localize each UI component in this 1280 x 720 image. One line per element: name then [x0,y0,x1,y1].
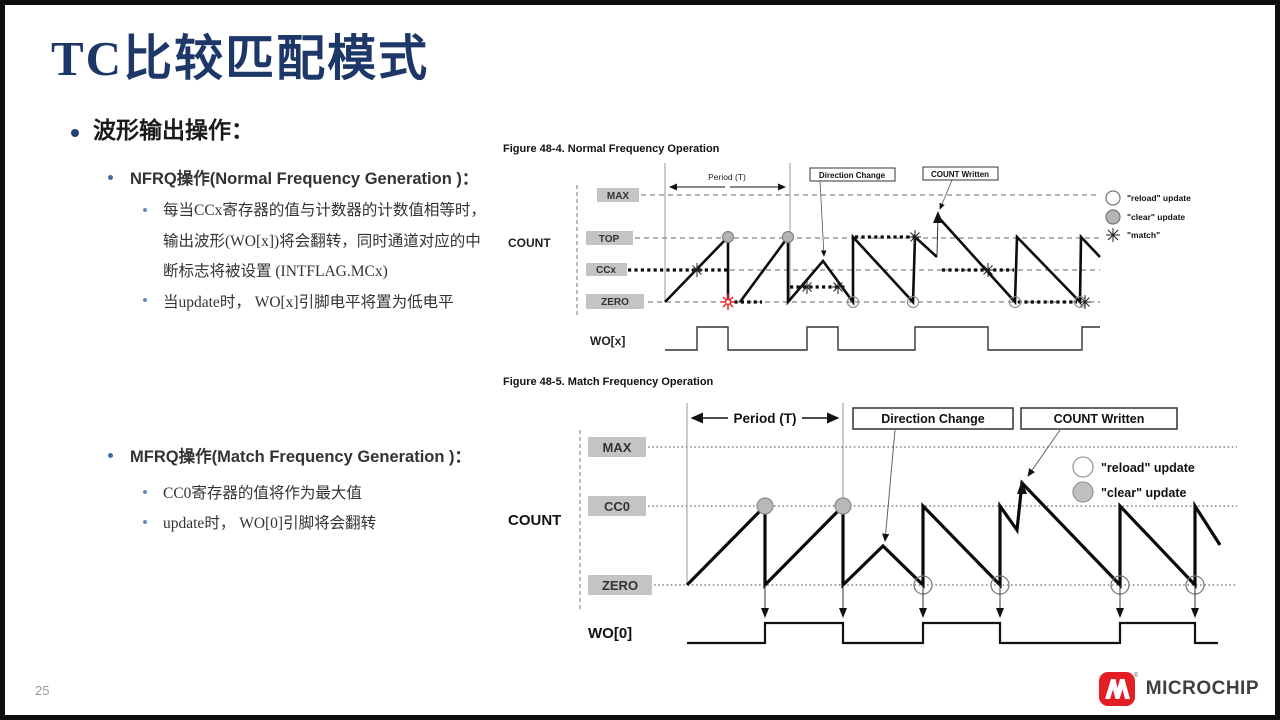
svg-text:MAX: MAX [603,440,632,455]
nfrq-item1-line1: 每当CCx寄存器的值与计数器的计数值相等时， [163,202,486,219]
count-axis-label: COUNT [508,512,561,529]
count-jump-arrowhead [1017,480,1027,494]
microchip-logo-icon: ® [1098,672,1138,706]
section-heading: 波形输出操作： [93,117,254,143]
update-low-marker [721,294,735,310]
count-axis-label: COUNT [508,236,551,250]
clear-update-marker [782,231,794,243]
page-title: TC比较匹配模式 [51,31,430,86]
nfrq-item1-line2: 输出波形(WO[x])将会翻转，同时通道对应的中 [163,233,481,250]
svg-text:CCx: CCx [596,265,616,276]
level-label-ccx: CCx [586,263,627,276]
svg-text:MAX: MAX [607,191,630,202]
mfrq-item2: update时， WO[0]引脚将会翻转 [163,515,377,532]
svg-text:COUNT Written: COUNT Written [931,170,989,179]
mfrq-heading: MFRQ操作(Match Frequency Generation )： [130,448,472,466]
svg-text:ZERO: ZERO [602,578,638,593]
legend-clear: "clear" update [1127,212,1185,222]
level-label-max: MAX [597,188,639,202]
svg-text:ZERO: ZERO [601,297,629,308]
bullet-dot [108,175,113,180]
level-label-top: TOP [586,231,633,245]
registered-mark: ® [1134,672,1138,679]
wo-waveform [665,326,1100,351]
page-number: 25 [35,683,50,698]
bullet-dot [143,298,147,302]
count-written-callout: COUNT Written [922,166,999,210]
figure-normal-frequency-operation: Figure 48-4. Normal Frequency Operation … [503,143,1191,351]
legend-match: "match" [1127,230,1160,240]
legend: "reload" update "clear" update "match" [1105,190,1191,242]
wo-label: WO[x] [590,334,625,348]
nfrq-item1-line3: 断标志将被设置 (INTFLAG.MCx) [163,263,388,280]
level-label-max: MAX [588,437,646,457]
match-icon [1106,228,1120,242]
microchip-logo: ® MICROCHIP [1098,669,1259,709]
bullet-dot [71,129,79,137]
nfrq-heading: NFRQ操作(Normal Frequency Generation )： [130,170,479,188]
svg-text:COUNT Written: COUNT Written [1054,412,1145,426]
toggle-arrows [761,585,1199,618]
period-label: Period (T) [734,411,797,426]
reload-update-marker [906,295,920,309]
svg-text:CC0: CC0 [604,499,630,514]
reload-update-marker [1008,295,1022,309]
direction-change-callout: Direction Change [809,167,896,257]
bullet-dot [143,490,147,494]
reload-update-icon [1072,456,1094,478]
wo-waveform [687,621,1218,645]
clear-update-icon [1105,209,1121,225]
period-label: Period (T) [708,172,746,182]
clear-update-marker [722,231,734,243]
figure-match-frequency-operation: Figure 48-5. Match Frequency Operation C… [503,376,1237,645]
bullet-dot [143,208,147,212]
nfrq-item2: 当update时， WO[x]引脚电平将置为低电平 [163,294,454,311]
count-jump-arrowhead [933,211,943,223]
reload-update-marker [846,295,860,309]
svg-text:Direction Change: Direction Change [819,171,886,180]
figure1-caption: Figure 48-4. Normal Frequency Operation [503,143,720,155]
level-label-cc0: CC0 [588,496,646,516]
clear-update-marker [756,497,774,515]
legend-reload: "reload" update [1127,193,1191,203]
legend-clear: "clear" update [1101,486,1187,500]
count-written-callout: COUNT Written [1020,407,1178,477]
wo-label: WO[0] [588,625,632,642]
legend: "reload" update "clear" update [1072,456,1195,503]
reload-update-icon [1105,190,1121,206]
level-label-zero: ZERO [588,575,652,595]
figure2-caption: Figure 48-5. Match Frequency Operation [503,376,714,388]
level-label-zero: ZERO [586,294,644,309]
clear-update-marker [834,497,852,515]
match-markers [691,230,1091,309]
bullet-dot [143,520,147,524]
bullet-dot [108,453,113,458]
direction-change-callout: Direction Change [852,407,1014,542]
microchip-logo-text: MICROCHIP [1145,678,1259,699]
clear-update-icon [1072,481,1094,503]
svg-text:Direction Change: Direction Change [881,412,985,426]
legend-reload: "reload" update [1101,461,1195,475]
svg-text:TOP: TOP [599,234,620,245]
mfrq-item1: CC0寄存器的值将作为最大值 [163,485,362,502]
